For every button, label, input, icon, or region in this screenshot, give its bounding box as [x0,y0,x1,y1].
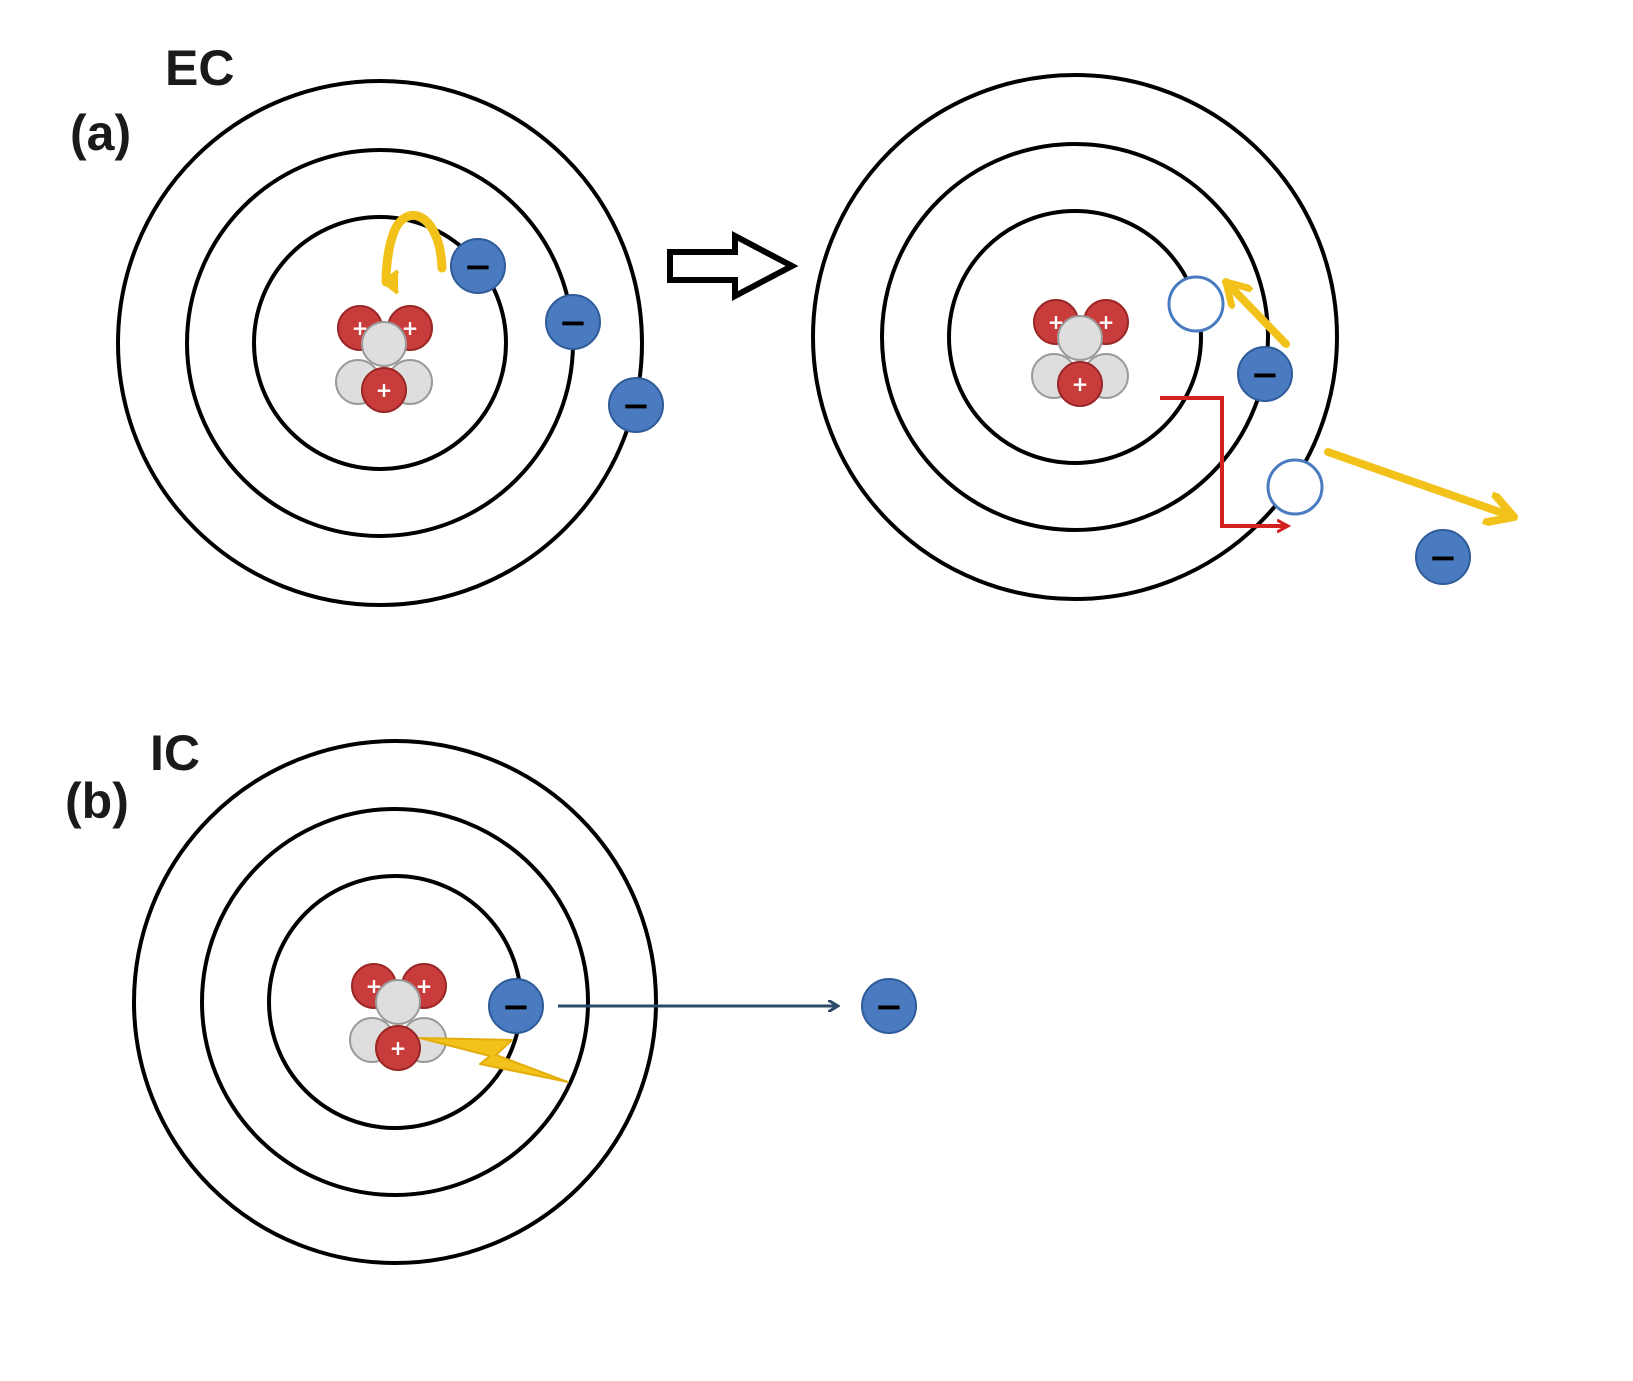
electron-l-shell: − [545,294,601,350]
electron-disc [1237,346,1293,402]
electron-capture-arrow [381,211,447,295]
neutron [375,979,421,1025]
shell-k [252,215,508,471]
electron-minus-sign: − [559,303,588,343]
electron-minus-sign: − [1251,355,1280,395]
electron-l-shell: − [1237,346,1293,402]
electron-minus-sign: − [1429,538,1458,578]
proton [1057,361,1103,407]
nucleus: +++ [335,305,433,413]
shell-l [880,142,1270,532]
conversion-electron: − [861,978,917,1034]
panel-b-atom: +++ − − [132,739,917,1265]
panel-b-letter: (b) [65,773,129,829]
panel-a-letter: (a) [70,105,131,161]
electron-m-shell: − [608,377,664,433]
proton-plus-sign: + [1098,310,1115,334]
proton-plus-sign: + [390,1036,407,1060]
shell-m [116,79,644,607]
vacancy-l-shell [1266,458,1324,516]
proton-plus-sign: + [402,316,419,340]
lightning-bolt-icon [419,1037,569,1083]
nucleus: +++ [1031,299,1129,407]
shell-m [132,739,658,1265]
proton [375,1025,421,1071]
panel-a-process-label: EC [165,40,234,96]
proton [361,367,407,413]
proton-plus-sign: + [1072,372,1089,396]
neutron [1057,315,1103,361]
proton-plus-sign: + [416,974,433,998]
hollow-right-arrow-icon [667,231,799,301]
electron-minus-sign: − [502,987,531,1027]
electron-k-shell: − [450,238,506,294]
electron-minus-sign: − [622,386,651,426]
electron-minus-sign: − [875,987,904,1027]
electron-disc [1415,529,1471,585]
panel-a-atom-before: +++ − − − [116,79,664,607]
shell-l [200,807,590,1197]
vacancy-k-shell [1167,275,1225,333]
electron-k-shell: − [488,978,544,1034]
nucleus: +++ [349,963,447,1071]
neutron [361,321,407,367]
electron-disc [545,294,601,350]
auger-electron: − [1415,529,1471,585]
electron-transition-arrow [1222,278,1290,348]
shell-k [947,209,1203,465]
panel-a-atom-after: +++ − − [811,73,1518,601]
electron-disc [608,377,664,433]
x-ray-emission-arrow [1160,396,1288,526]
proton-plus-sign: + [376,378,393,402]
electron-minus-sign: − [464,247,493,287]
shell-m [811,73,1339,601]
auger-ejection-arrow [1324,448,1518,517]
electron-disc [450,238,506,294]
electron-disc [861,978,917,1034]
panel-b-process-label: IC [150,725,200,781]
electron-disc [488,978,544,1034]
